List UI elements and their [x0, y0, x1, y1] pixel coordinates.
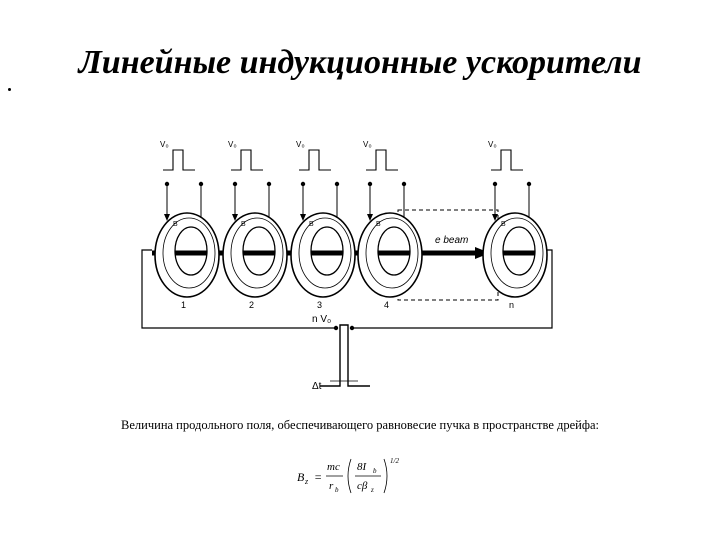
induction-cell-5: V₀ Bn	[482, 140, 548, 310]
core-tag-4: B	[376, 221, 381, 228]
formula-lhs: B	[297, 470, 305, 484]
lead-arrow-2	[232, 214, 238, 221]
input-pulse-5	[491, 149, 523, 171]
core-ridge-1	[162, 217, 216, 289]
bullet-dot	[8, 88, 11, 91]
formula-re-sub: b	[335, 486, 339, 494]
input-pulse-3	[299, 149, 331, 171]
induction-cell-3: V₀ B 3	[290, 140, 356, 310]
core-tag-5: B	[501, 221, 506, 228]
input-pulse-2	[231, 149, 263, 171]
formula-num-sub: b	[373, 467, 377, 475]
core-tag-3: B	[309, 221, 314, 228]
pulse-label-4: V₀	[363, 140, 372, 149]
formula-mc: mc	[327, 461, 340, 473]
outer-circuit-right	[352, 249, 553, 329]
induction-cell-4: V₀ B 4	[357, 140, 423, 310]
induction-cell-2: V₀ B 2	[222, 140, 288, 310]
core-ridge-5	[490, 217, 544, 289]
formula-paren-left	[347, 458, 352, 494]
caption-text: Величина продольного поля, обеспечивающе…	[121, 418, 599, 432]
drift-region-outline	[397, 209, 499, 301]
pulse-label-1: V₀	[160, 140, 169, 149]
formula-eq: =	[314, 470, 322, 484]
cores-layer: V₀ B 1 V₀ B 2 V₀ B 3 V₀ B 4 V₀ Bn	[154, 140, 548, 310]
formula-den-sub: z	[370, 486, 374, 494]
formula-num: 8I	[357, 461, 368, 473]
formula-exponent: 1/2	[390, 457, 399, 465]
input-pulse-4	[366, 149, 398, 171]
core-number-1: 1	[181, 300, 186, 310]
pulse-label-2: V₀	[228, 140, 237, 149]
beam-label: e beam	[435, 235, 468, 246]
core-number-2: 2	[249, 300, 254, 310]
output-pulse	[320, 324, 370, 387]
pulse-label-3: V₀	[296, 140, 305, 149]
formula-den: cβ	[357, 480, 368, 492]
lead-arrow-1	[164, 214, 170, 221]
outer-circuit-left	[141, 249, 336, 329]
terminal-left	[333, 325, 339, 331]
core-ridge-4	[365, 217, 419, 289]
lead-arrow-3	[300, 214, 306, 221]
terminal-right	[349, 325, 355, 331]
formula-paren-right	[383, 458, 388, 494]
delta-t-label: Δt	[312, 381, 322, 392]
lead-arrow-5	[492, 214, 498, 221]
pulse-label-5: V₀	[488, 140, 497, 149]
core-tag-1: B	[173, 221, 178, 228]
slide-title: Линейные индукционные ускорители	[78, 44, 642, 81]
core-number-4: 4	[384, 300, 389, 310]
input-pulse-1	[163, 149, 195, 171]
core-number-3: 3	[317, 300, 322, 310]
formula-lhs-sub: z	[304, 477, 309, 486]
core-ridge-3	[298, 217, 352, 289]
formula-re: r	[329, 480, 334, 492]
core-ridge-2	[230, 217, 284, 289]
induction-cell-1: V₀ B 1	[154, 140, 220, 310]
lead-arrow-4	[367, 214, 373, 221]
sum-voltage-label: n V₀	[312, 314, 331, 325]
core-number-5: n	[509, 300, 514, 310]
field-formula: B z = mc r b 8I b cβ z 1/2	[297, 457, 399, 494]
core-tag-2: B	[241, 221, 246, 228]
